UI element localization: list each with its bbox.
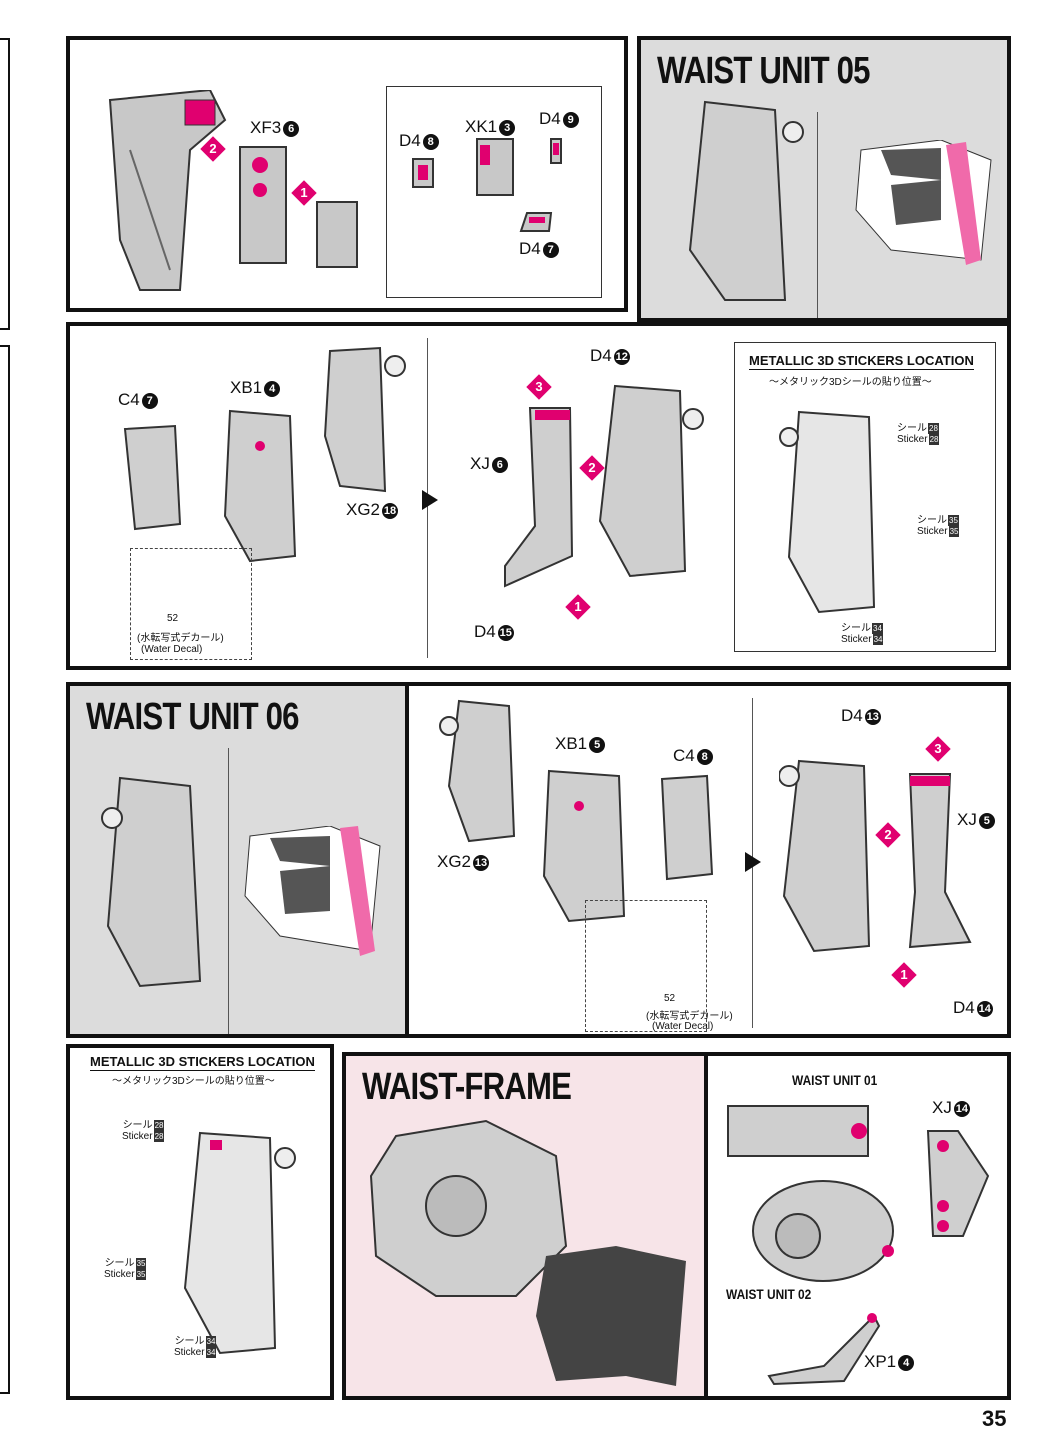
illustration-waist05-sticker-shape bbox=[855, 140, 992, 265]
illustration-xj-part bbox=[908, 773, 972, 949]
illustration-waist-unit-02 bbox=[752, 1180, 894, 1282]
decal-jp-label: (水転写式デカール) bbox=[137, 633, 224, 644]
divider bbox=[228, 748, 229, 1034]
illustration-xj-14-part bbox=[926, 1130, 990, 1237]
stickers-heading: METALLIC 3D STICKERS LOCATION bbox=[90, 1054, 315, 1071]
step-badge-1: 1 bbox=[291, 180, 317, 206]
page-title-waist-frame: WAIST-FRAME bbox=[362, 1066, 572, 1108]
page-edge-bracket-top bbox=[0, 38, 10, 330]
page-title-waist-unit-05: WAIST UNIT 05 bbox=[657, 50, 871, 92]
decal-en-label: (Water Decal) bbox=[141, 644, 203, 655]
illustration-xj-part bbox=[504, 407, 574, 588]
illustration-waist06-part bbox=[101, 776, 202, 988]
illustration-xk1-part bbox=[476, 138, 514, 196]
illustration-xg2-part bbox=[323, 346, 406, 493]
illustration-arm-part bbox=[108, 90, 227, 291]
illustration-waist-plate bbox=[779, 759, 871, 953]
step-badge-3: 3 bbox=[925, 736, 951, 762]
label-waist-unit-02: WAIST UNIT 02 bbox=[726, 1286, 812, 1302]
panel-waist-frame: WAIST-FRAME bbox=[342, 1052, 708, 1400]
illustration-waist-frame bbox=[369, 1119, 568, 1297]
illustration-xb1-part bbox=[223, 409, 297, 563]
label-waist-unit-01: WAIST UNIT 01 bbox=[792, 1072, 878, 1088]
page-title-waist-unit-06: WAIST UNIT 06 bbox=[86, 696, 300, 738]
decal-callout-box: 52 (水転写式デカール) (Water Decal) bbox=[130, 548, 252, 660]
panel-stickers-location: METALLIC 3D STICKERS LOCATION 〜メタリック3Dシー… bbox=[66, 1044, 334, 1400]
decal-number: 52 bbox=[167, 613, 179, 624]
stickers-subheading: 〜メタリック3Dシールの貼り位置〜 bbox=[112, 1076, 275, 1087]
panel-waist-unit-05: WAIST UNIT 05 bbox=[637, 36, 1011, 322]
illustration-c4-part bbox=[660, 774, 714, 881]
step-badge-1: 1 bbox=[891, 962, 917, 988]
decal-en-label: (Water Decal) bbox=[652, 1021, 714, 1032]
stickers-subheading: 〜メタリック3Dシールの貼り位置〜 bbox=[769, 377, 932, 388]
step-badge-2: 2 bbox=[200, 136, 226, 162]
next-step-arrow bbox=[745, 852, 761, 872]
illustration-c4-part bbox=[123, 424, 182, 531]
divider bbox=[817, 112, 818, 318]
decal-callout-box: 52 (水転写式デカール) (Water Decal) bbox=[585, 900, 733, 1032]
illustration-connector-part bbox=[316, 201, 358, 268]
stickers-location-box: METALLIC 3D STICKERS LOCATION 〜メタリック3Dシー… bbox=[734, 342, 996, 652]
stickers-heading: METALLIC 3D STICKERS LOCATION bbox=[749, 353, 974, 370]
illustration-xf3-part bbox=[239, 146, 287, 264]
illustration-d4-7-part bbox=[519, 212, 553, 232]
illustration-sticker-plate bbox=[183, 1131, 296, 1355]
page-number: 35 bbox=[982, 1406, 1007, 1431]
illustration-d4-9-part bbox=[550, 138, 562, 164]
illustration-waist-plate bbox=[439, 699, 516, 843]
page-edge-bracket-bottom bbox=[0, 345, 10, 1394]
illustration-xp1-part bbox=[767, 1313, 881, 1386]
illustration-xb1-part bbox=[542, 769, 626, 923]
step-badge-3: 3 bbox=[526, 374, 552, 400]
illustration-d4-8-part bbox=[412, 158, 434, 188]
illustration-waist06-sticker-shape bbox=[244, 826, 381, 956]
illustration-waist-frame-silhouette bbox=[536, 1246, 686, 1386]
step-badge-1: 1 bbox=[565, 594, 591, 620]
decal-jp-label: (水転写式デカール) bbox=[646, 1011, 733, 1022]
panel-waist-unit-06: WAIST UNIT 06 bbox=[66, 682, 410, 1038]
illustration-sticker-plate bbox=[779, 410, 876, 614]
illustration-waist05-part bbox=[688, 100, 804, 301]
decal-number: 52 bbox=[664, 993, 676, 1004]
illustration-waist-unit-01 bbox=[727, 1105, 869, 1157]
illustration-waist-plate bbox=[598, 384, 704, 578]
next-step-arrow bbox=[422, 490, 438, 510]
